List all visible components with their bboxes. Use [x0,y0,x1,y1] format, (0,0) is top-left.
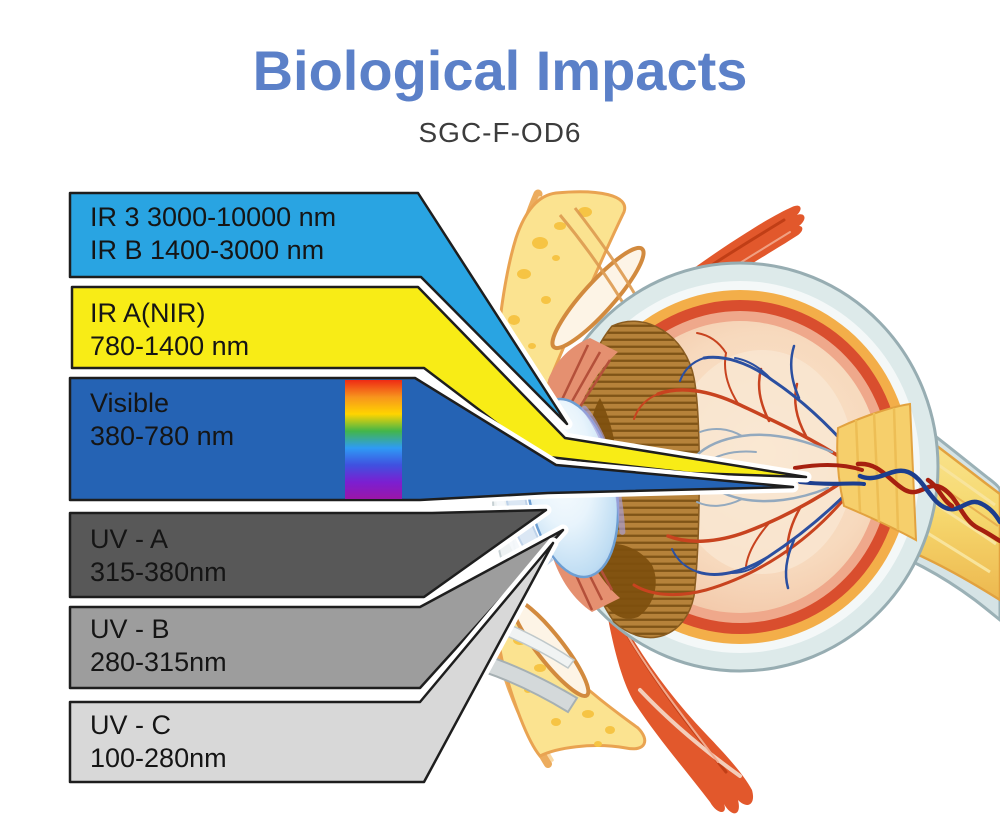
band-label-ir-a: IR A(NIR) 780-1400 nm [90,297,249,363]
band-arrow-uv-c [64,537,559,788]
visible-spectrum-bar [345,380,402,499]
band-label-line: Visible [90,388,170,418]
band-label-line: 780-1400 nm [90,331,250,361]
band-label-line: IR B 1400-3000 nm [90,235,325,265]
band-arrow-uv-b [64,524,569,694]
band-label-line: 100-280nm [90,743,227,773]
band-arrow-ir-b [64,187,573,430]
band-label-line: IR A(NIR) [90,298,206,328]
band-arrow-visible [64,372,799,506]
retinal-vessels [632,332,854,596]
page-subtitle: SGC-F-OD6 [418,117,582,148]
band-arrow-uv-a [64,504,552,603]
band-label-line: 315-380nm [90,557,227,587]
page-title: Biological Impacts [252,39,748,102]
band-label-uv-c: UV - C 100-280nm [90,709,227,775]
band-label-line: 280-315nm [90,647,227,677]
eye-muscle-lower [606,598,754,814]
band-label-ir-b: IR 3 3000-10000 nm IR B 1400-3000 nm [90,201,336,267]
wavelength-arrows [64,187,812,788]
band-label-uv-b: UV - B 280-315nm [90,613,227,679]
band-label-uv-a: UV - A 315-380nm [90,523,227,589]
central-retinal-vessels [793,461,1000,544]
band-label-line: IR 3 3000-10000 nm [90,202,337,232]
header: Biological Impacts SGC-F-OD6 [0,38,1000,149]
band-label-line: UV - A [90,524,169,554]
band-label-line: UV - C [90,710,171,740]
band-label-line: 380-780 nm [90,421,235,451]
band-label-line: UV - B [90,614,170,644]
band-label-visible: Visible 380-780 nm [90,387,234,453]
